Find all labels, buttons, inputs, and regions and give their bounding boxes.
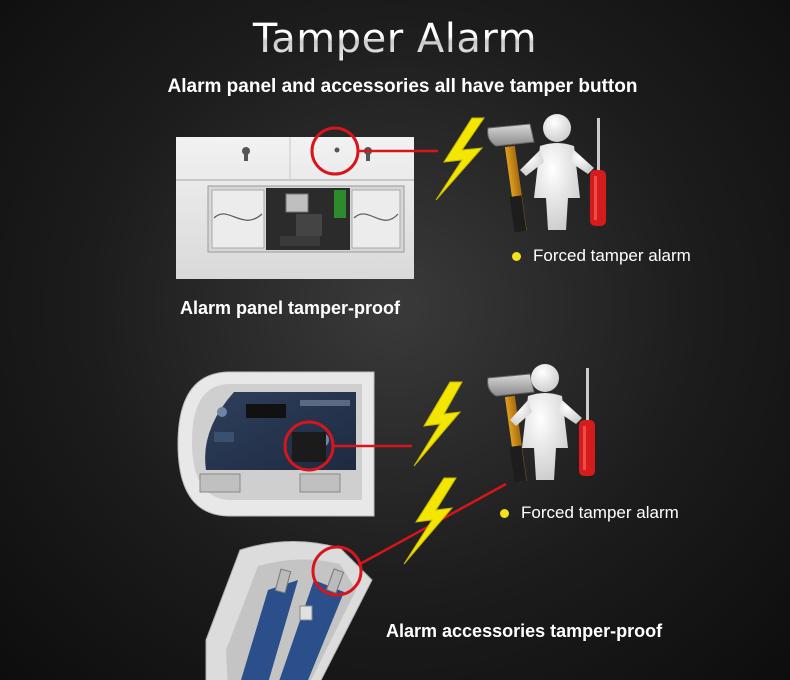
hammer-icon: [487, 373, 535, 483]
accessory-caption: Alarm accessories tamper-proof: [386, 621, 663, 641]
lightning-bolt-icon: [403, 477, 457, 565]
bullet-icon: [512, 251, 521, 261]
hammer-icon: [487, 123, 535, 233]
bullet-icon: [500, 508, 509, 518]
panel-tamper-bullet: Forced tamper alarm: [512, 246, 691, 266]
accessory-tamper-bullet: Forced tamper alarm: [500, 503, 679, 523]
panel-caption: Alarm panel tamper-proof: [180, 298, 401, 318]
screwdriver-icon: [590, 118, 606, 226]
page-title: Tamper Alarm: [0, 16, 790, 62]
lightning-bolt-icon: [435, 117, 485, 201]
accessory-tamper-bullet-label: Forced tamper alarm: [521, 503, 679, 522]
worker-with-tools-icon: [487, 364, 595, 483]
alarm-panel-image: [176, 126, 438, 279]
accessory-device-image: [177, 371, 412, 517]
panel-tamper-bullet-label: Forced tamper alarm: [533, 246, 691, 265]
screwdriver-icon: [579, 368, 595, 476]
worker-with-tools-icon: [487, 114, 606, 233]
accessory-sensor-image: [205, 540, 373, 680]
page-subtitle: Alarm panel and accessories all have tam…: [167, 76, 638, 97]
lightning-bolt-icon: [413, 381, 463, 467]
